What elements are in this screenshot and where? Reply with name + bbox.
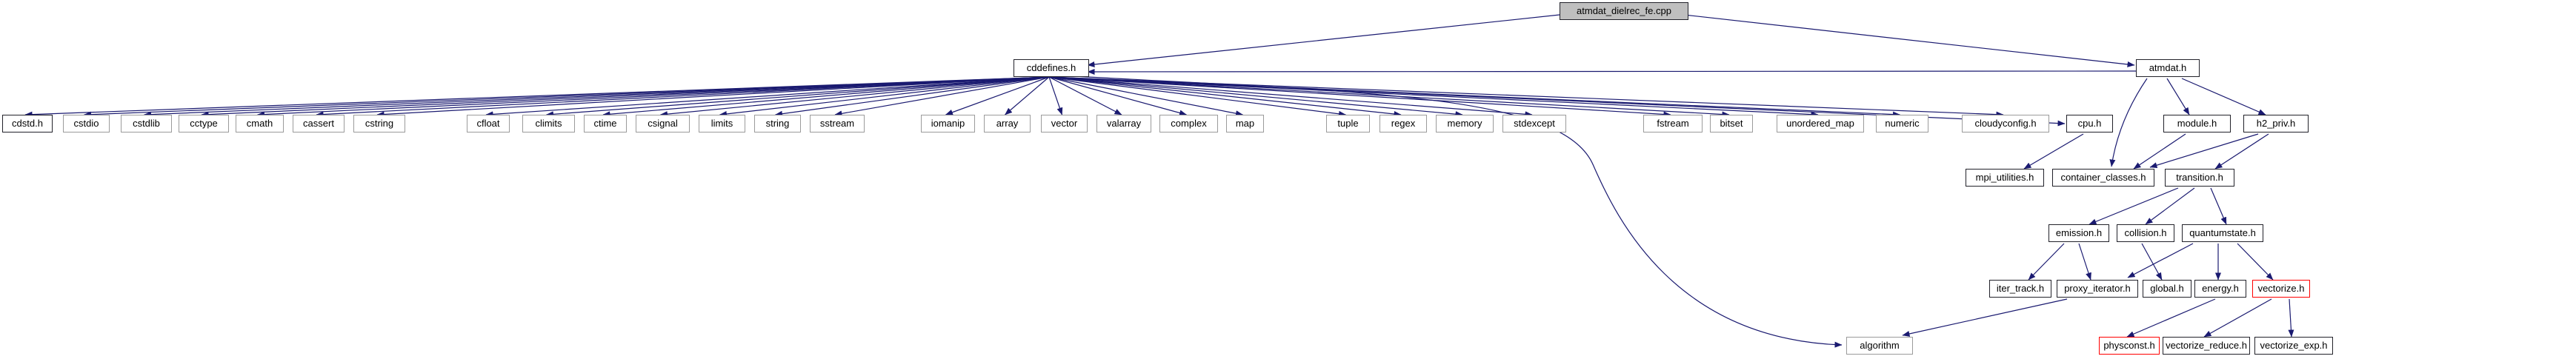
edge-root-to-atmdat (1683, 14, 2135, 67)
edge-module-to-container_classes (2133, 133, 2186, 170)
edge-cddefines-to-csignal (660, 76, 1050, 118)
node-vectorize[interactable]: vectorize.h (2252, 280, 2310, 298)
edge-vectorize-to-vectorize_reduce (2203, 298, 2272, 338)
edge-cddefines-to-iomanip (945, 76, 1050, 115)
node-atmdat[interactable]: atmdat.h (2136, 59, 2200, 77)
edge-transition-to-quantumstate (2210, 187, 2227, 225)
node-valarray: valarray (1096, 115, 1151, 132)
node-collision[interactable]: collision.h (2117, 224, 2174, 242)
node-iter-track[interactable]: iter_track.h (1989, 280, 2051, 298)
edge-cddefines-to-valarray (1048, 76, 1122, 115)
edge-collision-to-global (2141, 243, 2163, 281)
edge-proxy_iterator-to-algorithm (1902, 298, 2068, 337)
edge-emission-to-proxy_iterator (2078, 243, 2091, 281)
edge-transition-to-collision (2145, 187, 2195, 225)
node-cstdio: cstdio (63, 115, 110, 132)
node-sstream: sstream (810, 115, 865, 132)
node-limits: limits (699, 115, 745, 132)
node-string: string (754, 115, 801, 132)
node-cstring: cstring (353, 115, 405, 132)
node-cfloat: cfloat (467, 115, 510, 132)
edge-cddefines-to-cmath (257, 76, 1050, 118)
edge-cddefines-to-fstream (1048, 76, 1671, 118)
edge-cddefines-to-string (775, 76, 1050, 117)
edge-h2_priv-to-container_classes (2149, 133, 2259, 169)
node-unordered-map: unordered_map (1777, 115, 1864, 132)
node-vectorize-exp[interactable]: vectorize_exp.h (2254, 337, 2333, 355)
node-cddefines[interactable]: cddefines.h (1014, 59, 1089, 77)
node-bitset: bitset (1710, 115, 1753, 132)
edge-cddefines-to-sstream (834, 76, 1050, 117)
node-ctime: ctime (584, 115, 627, 132)
node-mpi-utilities[interactable]: mpi_utilities.h (1966, 169, 2044, 187)
node-physconst[interactable]: physconst.h (2099, 337, 2160, 355)
edge-quantumstate-to-proxy_iterator (2127, 243, 2194, 278)
node-memory: memory (1436, 115, 1494, 132)
node-energy[interactable]: energy.h (2194, 280, 2246, 298)
node-root: atmdat_dielrec_fe.cpp (1560, 2, 1688, 20)
edge-atmdat-to-h2_priv (2181, 78, 2266, 115)
edge-vectorize-to-vectorize_exp (2288, 298, 2294, 338)
edge-cddefines-to-memory (1048, 76, 1463, 118)
edge-transition-to-emission (2089, 187, 2179, 225)
node-h2-priv[interactable]: h2_priv.h (2243, 115, 2309, 132)
edge-cddefines-to-complex (1048, 76, 1187, 116)
node-array: array (984, 115, 1031, 132)
edge-cddefines-to-vector (1048, 76, 1063, 115)
edge-emission-to-iter_track (2028, 243, 2065, 281)
node-stdexcept: stdexcept (1502, 115, 1566, 132)
node-vectorize-reduce[interactable]: vectorize_reduce.h (2163, 337, 2250, 355)
edge-cddefines-to-algorithm (1074, 76, 1843, 348)
node-fstream: fstream (1643, 115, 1703, 132)
edge-cddefines-to-map (1048, 76, 1243, 117)
edge-cddefines-to-limits (719, 76, 1050, 117)
edge-root-to-cddefines (1087, 14, 1560, 67)
node-cloudyconfig: cloudyconfig.h (1962, 115, 2049, 132)
node-cctype: cctype (179, 115, 229, 132)
node-cstdlib: cstdlib (121, 115, 172, 132)
edge-energy-to-physconst (2126, 298, 2216, 338)
node-module[interactable]: module.h (2163, 115, 2231, 132)
edge-cddefines-to-stdexcept (1048, 76, 1533, 118)
edge-h2_priv-to-transition (2214, 133, 2269, 170)
node-algorithm: algorithm (1846, 337, 1913, 355)
node-cassert: cassert (293, 115, 345, 132)
node-iomanip: iomanip (921, 115, 975, 132)
node-global[interactable]: global.h (2143, 280, 2191, 298)
node-proxy-iterator[interactable]: proxy_iterator.h (2057, 280, 2138, 298)
edge-atmdat-to-cddefines (1087, 68, 2137, 75)
edge-cddefines-to-climits (546, 76, 1050, 118)
edge-cddefines-to-cfloat (485, 76, 1050, 118)
edge-cddefines-to-cstring (376, 76, 1050, 118)
edge-cddefines-to-cassert (316, 76, 1050, 118)
node-transition[interactable]: transition.h (2165, 169, 2234, 187)
edge-cddefines-to-array (1005, 76, 1050, 115)
edge-cddefines-to-ctime (602, 76, 1050, 118)
node-quantumstate[interactable]: quantumstate.h (2182, 224, 2263, 242)
node-complex: complex (1159, 115, 1218, 132)
edge-atmdat-to-module (2166, 78, 2190, 115)
edge-quantumstate-to-vectorize (2237, 243, 2274, 281)
edge-cpu-to-mpi_utilities (2023, 133, 2084, 170)
node-tuple: tuple (1326, 115, 1370, 132)
node-csignal: csignal (636, 115, 690, 132)
node-emission[interactable]: emission.h (2049, 224, 2109, 242)
node-climits: climits (522, 115, 575, 132)
node-vector: vector (1041, 115, 1088, 132)
edge-cddefines-to-tuple (1048, 76, 1346, 117)
node-map: map (1226, 115, 1264, 132)
node-cmath: cmath (236, 115, 284, 132)
node-regex: regex (1379, 115, 1427, 132)
edge-cddefines-to-regex (1048, 76, 1402, 117)
node-container-classes[interactable]: container_classes.h (2052, 169, 2154, 187)
node-cpu[interactable]: cpu.h (2066, 115, 2113, 132)
edge-atmdat-to-container_classes (2109, 78, 2148, 167)
node-cdstd[interactable]: cdstd.h (2, 115, 53, 132)
node-numeric: numeric (1876, 115, 1928, 132)
